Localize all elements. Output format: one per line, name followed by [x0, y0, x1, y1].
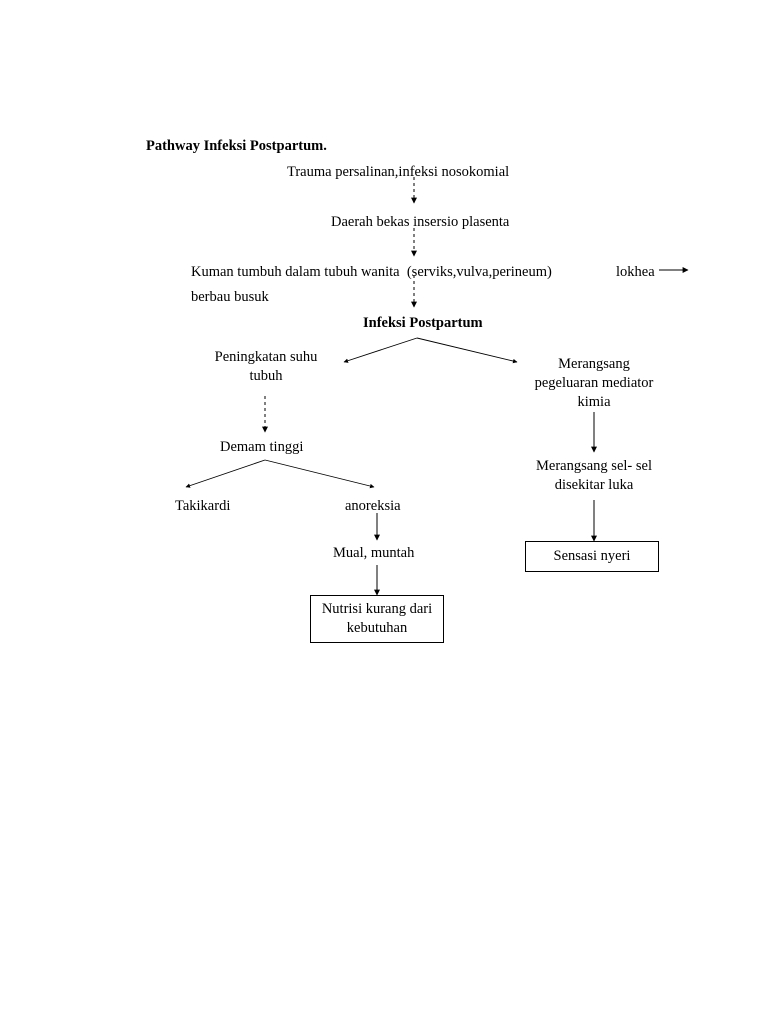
- node-demam-tinggi: Demam tinggi: [220, 439, 304, 455]
- edge-demam-to-takikardi: [185, 459, 266, 488]
- node-merangsang-pegeluaran-mediator: Merangsang pegeluaran mediator kimia: [534, 356, 654, 410]
- box-sensasi-nyeri: Sensasi nyeri: [525, 541, 659, 572]
- node-takikardi: Takikardi: [175, 498, 231, 514]
- box-nutrisi-kurang-dari-kebutuhan: Nutrisi kurang dari kebutuhan: [310, 595, 444, 643]
- edge-demam-to-anoreksia: [264, 459, 375, 489]
- node-berbau-busuk: berbau busuk: [191, 289, 269, 305]
- node-infeksi-postpartum: Infeksi Postpartum: [363, 315, 483, 331]
- page-title: Pathway Infeksi Postpartum.: [146, 138, 327, 154]
- node-kuman-tumbuh: Kuman tumbuh dalam tubuh wanita (serviks…: [191, 264, 552, 280]
- node-lokhea: lokhea: [616, 264, 655, 280]
- node-peningkatan-suhu-tubuh: Peningkatan suhu tubuh: [214, 349, 318, 384]
- node-trauma-persalinan: Trauma persalinan,infeksi nosokomial: [287, 164, 510, 180]
- node-merangsang-sel-disekitar-luka: Merangsang sel- sel disekitar luka: [536, 458, 652, 493]
- node-daerah-bekas-insersio: Daerah bekas insersio plasenta: [331, 214, 510, 230]
- node-anoreksia: anoreksia: [345, 498, 401, 514]
- edge-infeksi-to-peningkatan: [343, 337, 418, 363]
- edge-infeksi-to-mediator: [416, 337, 518, 364]
- node-mual-muntah: Mual, muntah: [333, 545, 415, 561]
